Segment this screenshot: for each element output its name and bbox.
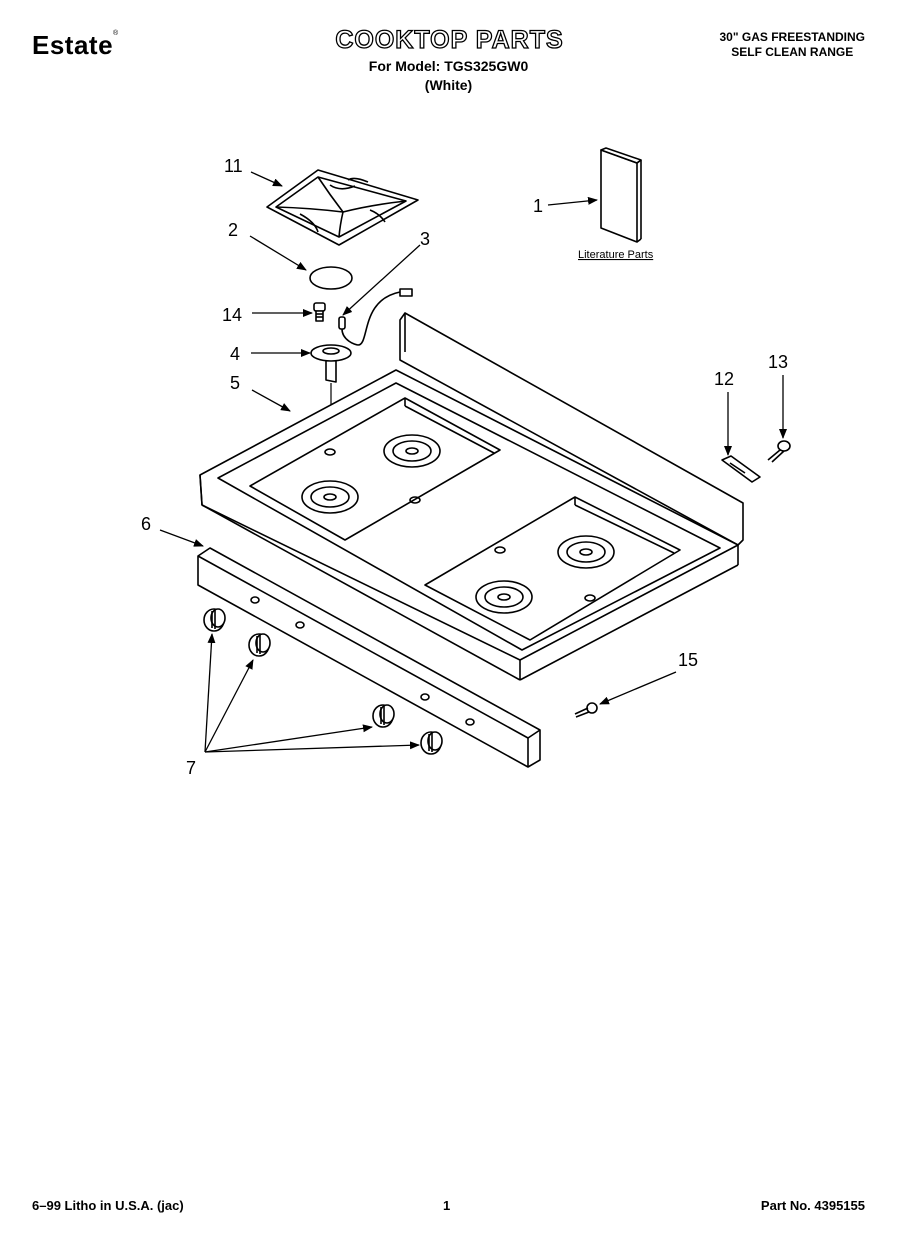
range-line-2: SELF CLEAN RANGE	[731, 45, 854, 59]
callout-11: 11	[224, 156, 243, 176]
brand-logo: Estate®	[32, 30, 119, 61]
burner-base	[310, 344, 352, 450]
color-line: (White)	[424, 77, 473, 93]
burner-cap	[309, 266, 353, 290]
callout-12: 12	[714, 369, 734, 389]
control-knobs	[203, 608, 443, 755]
callout-14: 14	[222, 305, 242, 325]
callout-3: 3	[420, 229, 430, 249]
burner-grate	[266, 169, 419, 246]
callout-5: 5	[230, 373, 240, 393]
callout-1: 1	[533, 196, 543, 216]
registered-mark: ®	[113, 30, 119, 37]
range-line-1: 30" GAS FREESTANDING	[719, 30, 866, 44]
screw	[574, 702, 598, 718]
mounting-bracket	[721, 455, 761, 483]
callout-15: 15	[678, 650, 698, 670]
callout-6: 6	[141, 514, 151, 534]
footer-part-number: Part No. 4395155	[760, 1198, 865, 1213]
range-description: 30" GAS FREESTANDING SELF CLEAN RANGE	[720, 30, 866, 60]
footer-litho: 6–99 Litho in U.S.A. (jac)	[32, 1198, 184, 1213]
literature-parts-booklet	[600, 147, 642, 243]
brand-name: Estate	[32, 30, 114, 60]
model-line: For Model: TGS325GW0	[368, 58, 529, 74]
spark-electrode	[338, 288, 413, 346]
page-title-block: COOKTOP PARTS For Model: TGS325GW0 (Whit…	[0, 25, 897, 93]
callout-4: 4	[230, 344, 240, 364]
page-title: COOKTOP PARTS	[335, 25, 564, 54]
callout-2: 2	[228, 220, 238, 240]
knob	[372, 704, 395, 728]
literature-parts-label: Literature Parts	[578, 249, 654, 261]
footer-page-number: 1	[443, 1198, 451, 1213]
knob	[203, 608, 226, 632]
callout-13: 13	[768, 352, 788, 372]
orifice-spud	[313, 302, 326, 322]
cooktop-panel	[199, 312, 744, 681]
manifold-panel	[197, 547, 541, 768]
callout-7: 7	[186, 758, 196, 778]
knob	[248, 633, 271, 657]
screw	[767, 440, 791, 463]
knob	[420, 731, 443, 755]
